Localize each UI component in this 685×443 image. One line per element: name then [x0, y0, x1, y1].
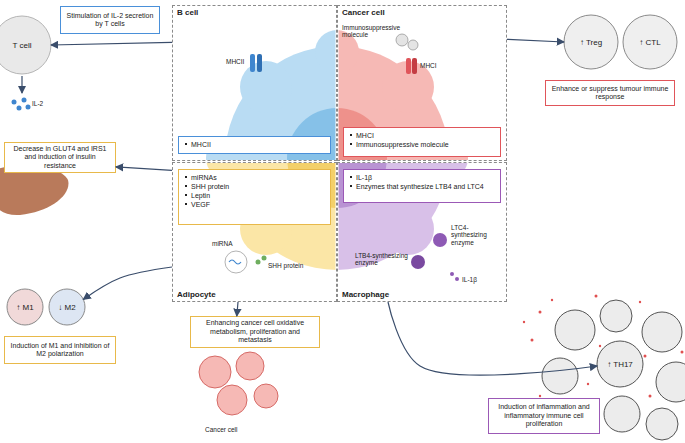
outcome-box: Enhancing cancer cell oxidative metaboli…	[190, 316, 320, 348]
list-item: MHCI	[349, 131, 495, 140]
il2-dot	[17, 106, 22, 111]
list-item: MHCII	[184, 140, 325, 149]
cancer-cell-symbol	[217, 385, 247, 415]
box-text: Decrease in GLUT4 and IRS1 and induction…	[9, 145, 111, 170]
mirna-symbol	[229, 260, 241, 264]
cell-type-label: Cancer cell	[342, 8, 385, 17]
immune-cell-symbol	[642, 312, 682, 352]
annotation-label: MHCI	[420, 62, 450, 69]
immune-cell-symbol	[604, 396, 640, 432]
cell-label: T cell	[13, 41, 32, 50]
cell-type-label: B cell	[177, 8, 198, 17]
outcome-box: Induction of M1 and inhibition of M2 pol…	[4, 336, 116, 364]
effect-arrow	[388, 302, 597, 375]
list-item: SHH protein	[184, 182, 325, 191]
mhcii-symbol	[250, 54, 255, 72]
outcome-box: Decrease in GLUT4 and IRS1 and induction…	[4, 142, 116, 173]
annotation-label: IL-2	[32, 100, 62, 107]
immune-cell: T cell	[0, 15, 52, 75]
effect-arrow	[237, 302, 238, 316]
cell-label: ↑ CTL	[639, 38, 660, 47]
annotation-label: IL-1β	[462, 276, 492, 283]
cancer-cell-symbol	[236, 352, 264, 380]
molecule-list: MHCIImmunosuppressive molecule	[343, 127, 501, 157]
cell-type-label: Adipocyte	[177, 290, 216, 299]
inflammation-dots	[523, 295, 684, 398]
effect-arrow	[83, 267, 172, 299]
macrophage-cell: ↑ M1	[6, 288, 44, 326]
cancer-cell-symbol	[254, 384, 278, 408]
list-item: Immunosuppressive molecule	[349, 140, 495, 149]
annotation-label: LTB4-synthesizing enzyme	[355, 252, 411, 267]
cell-circle	[0, 16, 51, 74]
annotation-label: MHCII	[226, 58, 256, 65]
cell-label: ↑ M1	[16, 303, 33, 312]
list-item: Enzymes that synthesize LTB4 and LTC4	[349, 182, 495, 191]
enzyme-symbol	[411, 255, 425, 269]
mhcii-symbol	[257, 54, 262, 72]
immune-cell: ↑ Treg	[563, 14, 619, 70]
shh-symbol	[262, 256, 267, 261]
list-item: VEGF	[184, 200, 325, 209]
list-item: Leptin	[184, 191, 325, 200]
cell-quadrant: AdipocytemiRNAsSHH proteinLeptinVEGF	[172, 162, 337, 302]
cell-label: ↑ Treg	[580, 38, 602, 47]
secretion-arrow	[21, 76, 22, 93]
cell-quadrant: B cellMHCII	[172, 5, 337, 161]
box-text: Enhancing cancer cell oxidative metaboli…	[195, 319, 315, 344]
shh-symbol	[256, 260, 261, 265]
annotation-label: Cancer cell	[205, 426, 265, 433]
molecule-list: MHCII	[178, 136, 331, 154]
list-item: IL-1β	[349, 173, 495, 182]
il2-dot	[26, 105, 31, 110]
cell-circle	[597, 341, 643, 387]
molecule-list: IL-1βEnzymes that synthesize LTB4 and LT…	[343, 169, 501, 203]
cell-circle	[49, 289, 85, 325]
mhci-symbol	[406, 58, 411, 74]
cell-circle	[623, 15, 677, 69]
immune-cell-symbol	[646, 408, 678, 440]
immunosuppressive-molecule-symbol	[408, 40, 418, 50]
immune-cell-symbol	[656, 362, 685, 402]
outcome-box: Stimulation of IL-2 secretion by T cells	[60, 6, 160, 34]
box-text: Enhance or suppress tumour immune respon…	[550, 85, 670, 102]
outcome-box: Enhance or suppress tumour immune respon…	[545, 80, 675, 106]
immune-cell-symbol	[600, 300, 632, 332]
immunosuppressive-molecule-symbol	[396, 34, 408, 46]
immune-cell: ↑ CTL	[622, 14, 678, 70]
cell-circle	[564, 15, 618, 69]
mirna-vesicle	[225, 251, 247, 273]
box-text: Stimulation of IL-2 secretion by T cells	[65, 12, 155, 29]
annotation-label: Immunosuppressive molecule	[342, 24, 398, 39]
annotation-label: SHH protein	[268, 262, 318, 269]
il1b-symbol	[450, 272, 454, 276]
cell-type-label: Macrophage	[342, 290, 389, 299]
cell-label: ↓ M2	[58, 303, 75, 312]
il1b-symbol	[455, 277, 459, 281]
annotation-label: LTC4-synthesizing enzyme	[451, 224, 503, 246]
molecule-list: miRNAsSHH proteinLeptinVEGF	[178, 169, 331, 225]
il2-dot	[22, 98, 27, 103]
box-text: Induction of M1 and inhibition of M2 pol…	[9, 342, 111, 359]
enzyme-symbol	[433, 233, 447, 247]
macrophage-cell: ↓ M2	[48, 288, 86, 326]
effect-arrow	[507, 39, 564, 42]
effect-arrow	[116, 167, 172, 170]
outcome-box: Induction of inflammation and inflammato…	[488, 398, 600, 434]
list-item: miRNAs	[184, 173, 325, 182]
cancer-cell-symbol	[199, 356, 231, 388]
immune-cell-symbol	[555, 310, 595, 350]
box-text: Induction of inflammation and inflammato…	[493, 403, 595, 428]
effect-arrow	[51, 42, 172, 45]
il2-dot	[12, 100, 17, 105]
annotation-label: miRNA	[212, 240, 246, 247]
cell-circle	[7, 289, 43, 325]
cell-label: ↑ TH17	[607, 360, 633, 369]
mhci-symbol	[412, 58, 417, 74]
immune-cell: ↑ TH17	[596, 340, 644, 388]
immune-cell-symbol	[542, 358, 578, 394]
